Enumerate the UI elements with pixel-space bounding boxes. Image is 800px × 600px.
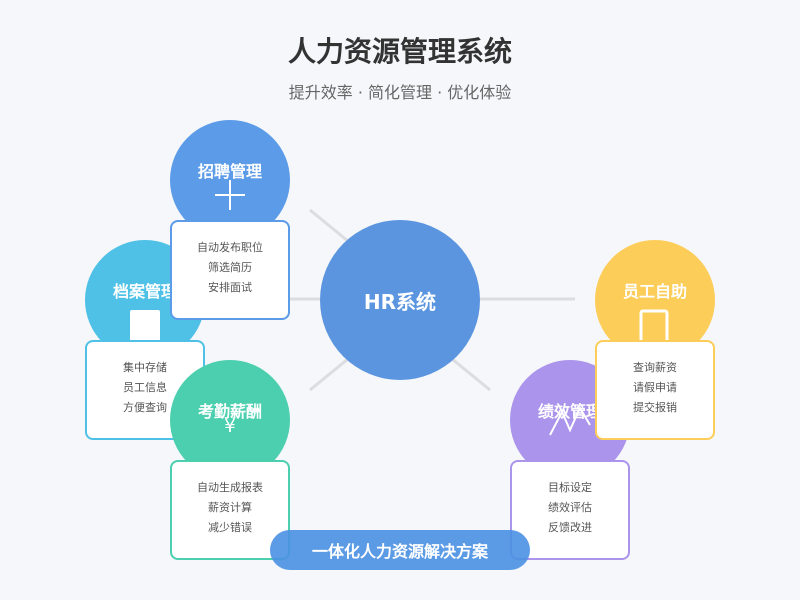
hr-system-hub[interactable]: HR系统 [320,220,480,380]
chart-icon [549,405,591,436]
feature-item: 查询薪资 [633,361,677,374]
feature-item: 反馈改进 [548,521,592,534]
feature-item: 请假申请 [633,381,677,394]
feature-item: 集中存储 [123,361,167,374]
module-title: 档案管理 [112,282,177,301]
feature-item: 薪资计算 [208,501,252,514]
feature-item: 筛选简历 [208,261,252,274]
feature-item: 自动发布职位 [197,241,263,254]
plus-icon [215,180,245,210]
module-title: 员工自助 [622,282,687,301]
yen-icon: ¥ [224,416,236,437]
module-title: 考勤薪酬 [197,402,262,421]
feature-item: 员工信息 [123,381,167,394]
subtitle: 提升效率 · 简化管理 · 优化体验 [288,83,512,102]
feature-item: 提交报销 [633,401,677,414]
feature-item: 减少错误 [208,521,252,534]
module-title: 招聘管理 [197,162,262,181]
feature-item: 安排面试 [208,281,252,294]
feature-item: 绩效评估 [548,501,592,514]
module-self-service-details: 查询薪资请假申请提交报销 [595,340,715,440]
module-attendance-details: 自动生成报表薪资计算减少错误 [170,460,290,560]
feature-item: 方便查询 [123,401,167,414]
module-performance-details: 目标设定绩效评估反馈改进 [510,460,630,560]
feature-item: 目标设定 [548,481,592,494]
module-recruitment-details: 自动发布职位筛选简历安排面试 [170,220,290,320]
page-title: 人力资源管理系统 [287,35,512,68]
feature-item: 自动生成报表 [197,481,263,494]
solution-banner: 一体化人力资源解决方案 [270,530,530,570]
